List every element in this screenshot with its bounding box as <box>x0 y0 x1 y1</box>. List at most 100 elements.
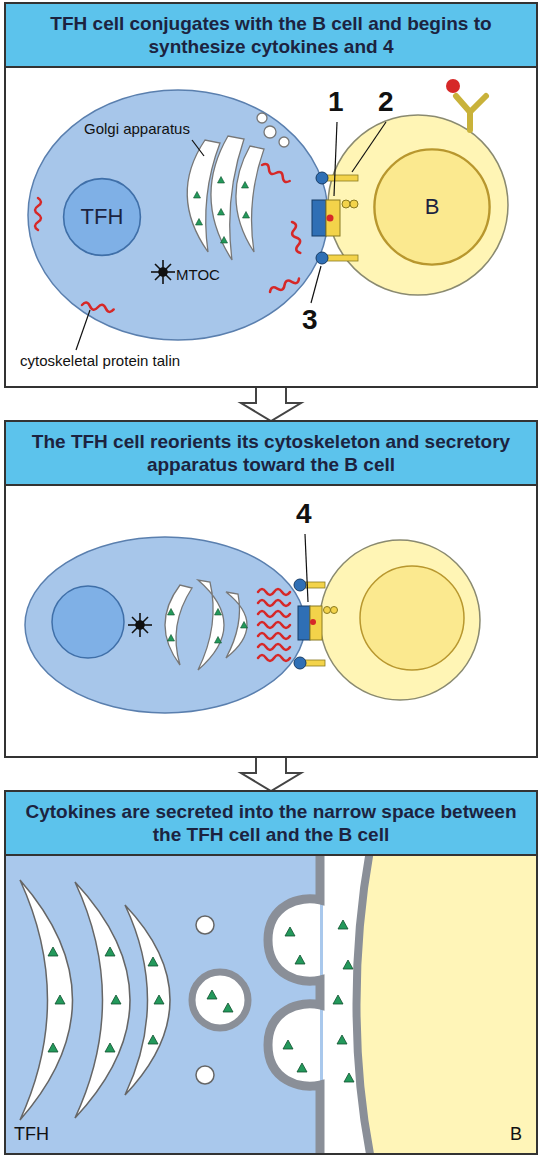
nucleus-label: TFH <box>62 177 142 257</box>
talin <box>258 589 290 661</box>
cytokine <box>221 237 228 244</box>
part-label: MTOC <box>176 266 220 283</box>
receptor-pair <box>342 200 350 208</box>
cytokine <box>215 637 222 644</box>
cytokine <box>241 622 248 629</box>
receptor-pair <box>316 252 328 264</box>
talin <box>258 589 290 595</box>
cytokine <box>55 995 65 1004</box>
leader-line <box>192 140 204 156</box>
cytokine <box>168 609 248 644</box>
antibody <box>446 79 460 93</box>
receptor-pair <box>326 255 358 261</box>
cytokine <box>343 960 353 969</box>
golgi-apparatus <box>165 585 192 665</box>
receptor-pair <box>326 175 358 181</box>
leader-line <box>352 122 386 172</box>
talin <box>269 276 301 295</box>
mtoc <box>136 621 144 629</box>
t-cell <box>25 537 305 713</box>
mtoc <box>128 613 152 637</box>
b-cell <box>357 850 538 1154</box>
talin <box>289 221 303 253</box>
receptor-pair <box>331 607 338 614</box>
secretory-vesicle <box>192 972 248 1028</box>
cytokine <box>168 609 175 616</box>
leader-line <box>305 534 308 602</box>
extracellular-space <box>268 850 373 1154</box>
cytokine <box>285 927 295 936</box>
golgi-apparatus <box>165 580 247 670</box>
leader-line <box>305 534 308 602</box>
panel-heading: TFH cell conjugates with the B cell and … <box>6 4 536 68</box>
stage-arrow <box>241 757 301 791</box>
panel-heading: The TFH cell reorients its cytoskeleton … <box>6 422 536 486</box>
part-label: cytoskeletal protein talin <box>20 352 180 369</box>
receptor-pair <box>316 172 328 184</box>
receptor-pair <box>298 606 310 640</box>
receptor-pair <box>326 200 340 236</box>
receptor-pair <box>294 579 306 591</box>
cytokine <box>48 920 354 1082</box>
golgi-apparatus <box>196 916 214 934</box>
cytokine <box>218 177 225 184</box>
talin <box>258 622 290 628</box>
talin <box>261 162 292 183</box>
cytokine <box>337 1035 347 1044</box>
golgi-apparatus <box>236 146 264 252</box>
cytokine <box>242 182 249 189</box>
panel-heading: Cytokines are secreted into the narrow s… <box>6 792 536 856</box>
mtoc <box>132 617 148 633</box>
leader-line <box>76 310 90 350</box>
cytokine <box>218 209 225 216</box>
leader-line <box>311 266 321 303</box>
nucleus-label: B <box>372 147 492 267</box>
receptor-pair <box>324 607 331 614</box>
b-cell <box>360 566 464 670</box>
b-cell <box>357 850 371 1154</box>
cytokine <box>48 1043 58 1052</box>
talin <box>258 655 290 661</box>
part-label: B <box>510 1124 522 1145</box>
cytokine <box>194 192 201 199</box>
cell-nucleus: B <box>372 147 492 267</box>
golgi-apparatus <box>187 113 289 260</box>
t-cell <box>28 90 328 340</box>
cytokine <box>196 219 203 226</box>
part-label: TFH <box>14 1124 49 1145</box>
cell-membrane <box>268 850 320 1154</box>
stage-arrow <box>241 387 301 421</box>
stage-panel: The TFH cell reorients its cytoskeleton … <box>4 420 538 758</box>
cytokine <box>148 1035 158 1044</box>
cell-nucleus: TFH <box>62 177 142 257</box>
antibody <box>456 96 470 112</box>
golgi-apparatus <box>75 882 130 1118</box>
talin <box>35 198 41 230</box>
cytokine <box>295 955 305 964</box>
antibody <box>446 79 486 130</box>
mtoc <box>132 617 148 633</box>
receptor-pair <box>327 215 334 222</box>
cytokine <box>48 947 58 956</box>
antibody <box>470 96 486 112</box>
golgi-apparatus <box>279 137 289 147</box>
receptor-pair <box>350 200 358 208</box>
mtoc <box>155 264 171 280</box>
cytokine <box>111 995 121 1004</box>
b-cell <box>320 540 480 700</box>
t-cell <box>25 537 305 713</box>
callout-number: 3 <box>302 304 318 336</box>
talin <box>82 302 115 312</box>
b-cell <box>320 540 480 700</box>
golgi-apparatus <box>198 580 224 670</box>
talin <box>258 633 290 639</box>
b-cell <box>328 115 508 295</box>
cytokine <box>105 947 115 956</box>
golgi-apparatus <box>125 905 170 1095</box>
callout-number: 1 <box>328 86 344 118</box>
mtoc <box>151 260 175 284</box>
mtoc <box>159 268 167 276</box>
receptor-pair <box>294 657 306 669</box>
cytokine <box>283 1040 293 1049</box>
